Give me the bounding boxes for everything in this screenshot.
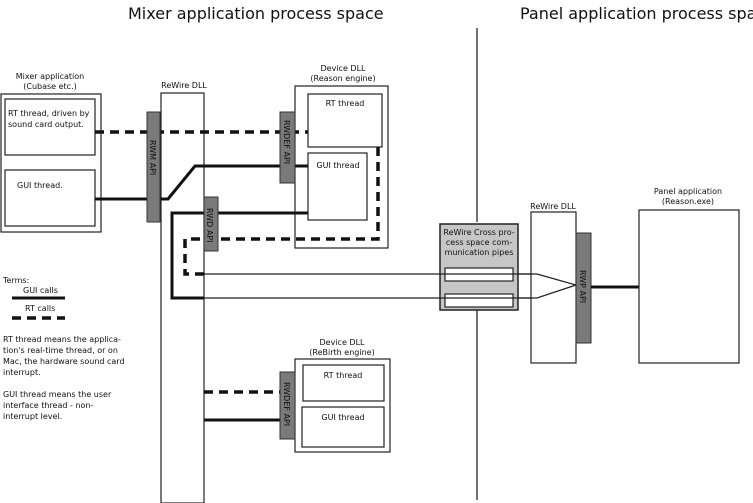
pipes-label-line2: cess space com-	[446, 238, 512, 247]
mixer-gui-thread-box	[4, 169, 96, 227]
rewire-dll-right-title: ReWire DLL	[530, 202, 576, 211]
cross-process-pipes: ReWire Cross pro- cess space com- munica…	[439, 223, 537, 311]
device-rebirth-title-line2: (ReBirth engine)	[309, 348, 374, 357]
note-rt-line2: tion's real-time thread, or on	[3, 346, 118, 355]
mixer-rt-thread-line1: RT thread, driven by	[8, 109, 90, 118]
note-rt-line4: interrupt.	[3, 368, 41, 377]
note-gui-line2: interface thread - non-	[3, 401, 93, 410]
rebirth-rt-thread-box	[302, 364, 385, 402]
panel-app-box	[638, 209, 740, 364]
rwdef-api-reason-label: RWDEF API	[282, 120, 291, 164]
rwm-api-bar: RWM API	[146, 111, 161, 223]
notes: RT thread means the applica- tion's real…	[3, 335, 125, 421]
rwdef-api-bar-rebirth: RWDEF API	[279, 371, 296, 440]
legend-gui-calls-label: GUI calls	[23, 286, 58, 295]
panel-app-title-line1: Panel application	[654, 187, 722, 196]
rwdef-api-rebirth-label: RWDEF API	[282, 382, 291, 426]
device-rebirth-title-line1: Device DLL	[320, 338, 366, 347]
pipes-label-line1: ReWire Cross pro-	[443, 228, 514, 237]
mixer-space-title: Mixer application process space	[128, 4, 384, 23]
mixer-rt-thread-box	[4, 98, 96, 156]
rebirth-gui-thread-label: GUI thread	[321, 413, 364, 422]
rewire-dll-right: ReWire DLL	[530, 202, 579, 364]
device-reason-title-line2: (Reason engine)	[310, 74, 375, 83]
reason-gui-thread-box	[307, 152, 368, 221]
pipes-label-line3: munication pipes	[445, 248, 514, 257]
reason-rt-thread-box	[307, 93, 383, 148]
reason-rt-thread-label: RT thread	[326, 99, 365, 108]
rebirth-gui-thread-box	[301, 406, 385, 448]
mixer-app-title-line1: Mixer application	[16, 72, 85, 81]
rwp-api-label: RWP API	[578, 270, 587, 303]
rwp-api-bar: RWP API	[575, 232, 592, 344]
legend-heading: Terms:	[2, 276, 29, 285]
device-reason-title-line1: Device DLL	[321, 64, 367, 73]
note-rt-line1: RT thread means the applica-	[3, 335, 121, 344]
rt-call-rwd-loop	[183, 147, 380, 276]
note-rt-line3: Mac, the hardware sound card	[3, 357, 125, 366]
rwm-api-label: RWM API	[148, 140, 157, 175]
rwdef-api-bar-reason: RWDEF API	[279, 111, 296, 184]
rwd-api-label: RWD API	[205, 208, 214, 243]
rewire-dll-left-title: ReWire DLL	[161, 81, 207, 90]
device-dll-reason: Device DLL (Reason engine) RT thread GUI…	[294, 64, 389, 249]
legend-rt-calls-label: RT calls	[25, 304, 55, 313]
reason-gui-thread-label: GUI thread	[316, 161, 359, 170]
mixer-gui-thread-label: GUI thread.	[17, 181, 63, 190]
rewire-dll-left: ReWire DLL	[160, 81, 207, 503]
note-gui-line3: interrupt level.	[3, 412, 62, 421]
mixer-rt-thread-line2: sound card output.	[8, 120, 84, 129]
legend: Terms: GUI calls RT calls	[2, 276, 65, 320]
pipe-lower	[444, 293, 514, 308]
panel-application: Panel application (Reason.exe)	[638, 187, 740, 364]
note-gui-line1: GUI thread means the user	[3, 390, 112, 399]
gui-call-rwd-loop	[170, 211, 308, 300]
device-dll-rebirth: Device DLL (ReBirth engine) RT thread GU…	[294, 338, 391, 453]
panel-app-title-line2: (Reason.exe)	[662, 197, 714, 206]
mixer-app-title-line2: (Cubase etc.)	[23, 82, 77, 91]
rebirth-rt-thread-label: RT thread	[324, 371, 363, 380]
mixer-application: Mixer application (Cubase etc.) RT threa…	[0, 72, 102, 233]
pipe-line-upper	[204, 273, 577, 286]
panel-space-title: Panel application process space	[520, 4, 753, 23]
pipe-line-lower	[204, 284, 577, 299]
rwd-api-bar: RWD API	[203, 196, 219, 252]
gui-call-mixer-to-reason	[95, 164, 308, 201]
